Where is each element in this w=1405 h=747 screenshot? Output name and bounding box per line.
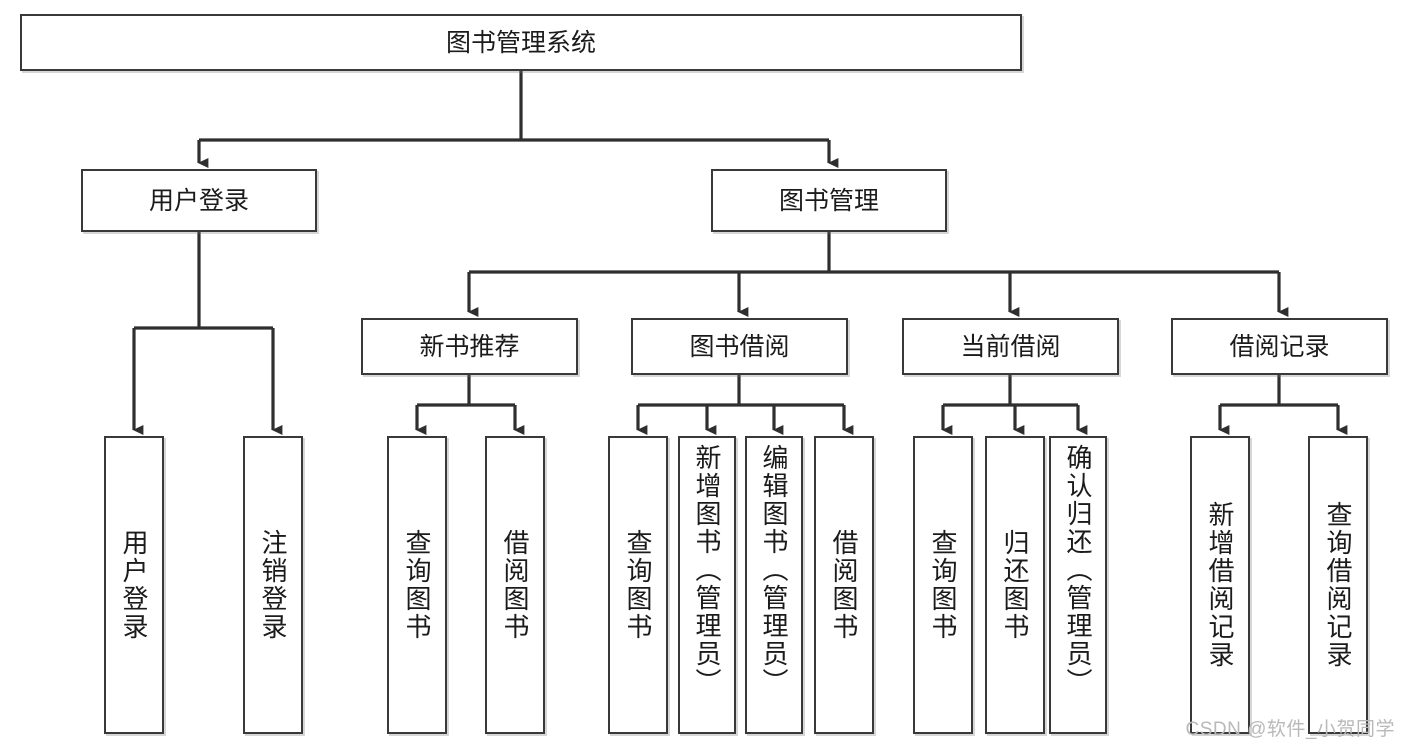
node-book-borrow[interactable]: 图书借阅 <box>631 318 848 375</box>
node-leaf-borrow-book-2-label: 借阅图书 <box>829 529 859 641</box>
node-leaf-query-book-3[interactable]: 查询图书 <box>913 436 973 734</box>
node-leaf-add-book[interactable]: 新增图书（管理员） <box>678 436 736 734</box>
node-leaf-query-record-label: 查询借阅记录 <box>1323 501 1353 669</box>
node-leaf-query-book-1-label: 查询图书 <box>402 529 432 641</box>
node-current-borrow-label: 当前借阅 <box>960 332 1061 361</box>
node-leaf-logout-label: 注销登录 <box>258 529 288 641</box>
node-leaf-user-login-label: 用户登录 <box>119 529 149 641</box>
node-book-borrow-label: 图书借阅 <box>689 332 790 361</box>
node-leaf-edit-book-label: 编辑图书（管理员） <box>759 444 789 696</box>
node-leaf-add-record-label: 新增借阅记录 <box>1205 501 1235 669</box>
node-leaf-borrow-book-1[interactable]: 借阅图书 <box>485 436 545 734</box>
node-leaf-query-book-1[interactable]: 查询图书 <box>387 436 447 734</box>
node-current-borrow[interactable]: 当前借阅 <box>902 318 1119 375</box>
node-leaf-return-book-label: 归还图书 <box>1000 529 1030 641</box>
node-root-label: 图书管理系统 <box>445 28 596 57</box>
node-borrow-record[interactable]: 借阅记录 <box>1171 318 1388 375</box>
node-leaf-add-record[interactable]: 新增借阅记录 <box>1190 436 1250 734</box>
node-leaf-confirm-return[interactable]: 确认归还（管理员） <box>1049 436 1107 734</box>
node-user-login[interactable]: 用户登录 <box>81 169 317 232</box>
node-leaf-query-book-2[interactable]: 查询图书 <box>608 436 668 734</box>
node-leaf-edit-book[interactable]: 编辑图书（管理员） <box>745 436 803 734</box>
node-new-book-recommend[interactable]: 新书推荐 <box>361 318 578 375</box>
node-leaf-logout[interactable]: 注销登录 <box>243 436 303 734</box>
node-leaf-borrow-book-1-label: 借阅图书 <box>500 529 530 641</box>
node-leaf-user-login[interactable]: 用户登录 <box>104 436 164 734</box>
node-leaf-query-book-3-label: 查询图书 <box>928 529 958 641</box>
node-leaf-query-book-2-label: 查询图书 <box>623 529 653 641</box>
node-borrow-record-label: 借阅记录 <box>1229 332 1330 361</box>
node-new-book-recommend-label: 新书推荐 <box>419 332 520 361</box>
node-user-login-label: 用户登录 <box>148 186 249 215</box>
node-book-management[interactable]: 图书管理 <box>711 169 947 232</box>
node-leaf-return-book[interactable]: 归还图书 <box>985 436 1045 734</box>
node-leaf-borrow-book-2[interactable]: 借阅图书 <box>814 436 874 734</box>
node-book-management-label: 图书管理 <box>778 186 879 215</box>
node-root[interactable]: 图书管理系统 <box>20 14 1022 71</box>
node-leaf-confirm-return-label: 确认归还（管理员） <box>1063 444 1093 696</box>
node-leaf-add-book-label: 新增图书（管理员） <box>692 444 722 696</box>
node-leaf-query-record[interactable]: 查询借阅记录 <box>1308 436 1368 734</box>
